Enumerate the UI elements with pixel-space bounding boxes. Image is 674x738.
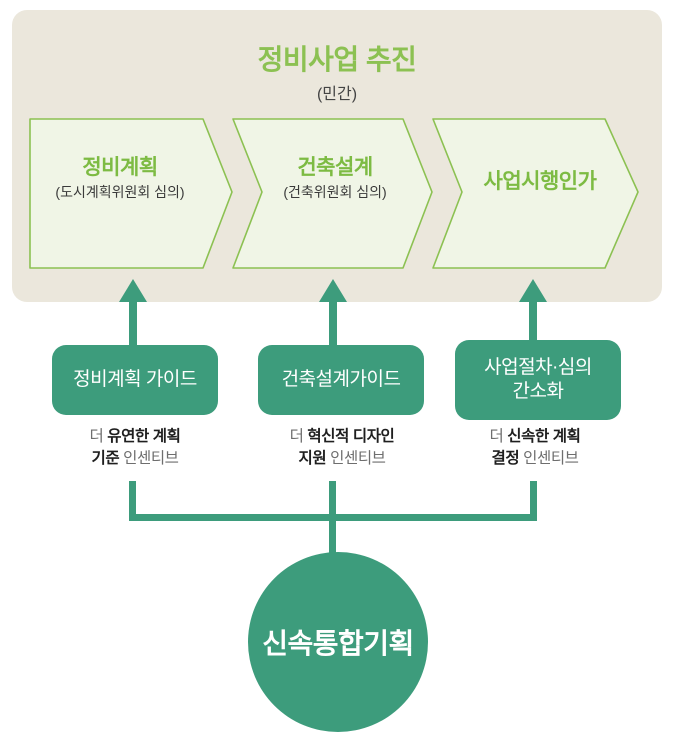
guide-caption-1: 더 유연한 계획 기준 인센티브: [52, 426, 218, 471]
caption-1-line2-bold: 기준: [91, 450, 120, 468]
panel-title: 정비사업 추진: [257, 44, 417, 75]
caption-1-line1-plain: 더: [89, 428, 108, 445]
stage-title-1: 정비계획: [82, 156, 158, 179]
stage-label-3: 사업시행인가: [455, 170, 625, 194]
guide-box-3[interactable]: 사업절차·심의 간소화: [455, 340, 621, 420]
caption-1-line1-bold: 유연한 계획: [107, 428, 181, 445]
stage-label-2: 건축설계 (건축위원회 심의): [250, 156, 420, 201]
guide-box-1-label: 정비계획 가이드: [73, 369, 197, 391]
caption-3-line2-plain: 인센티브: [519, 450, 579, 468]
connector-tree: [129, 481, 537, 558]
stage-title-3: 사업시행인가: [483, 170, 597, 193]
caption-2-line2-plain: 인센티브: [326, 450, 386, 468]
caption-2-line2-bold: 지원: [298, 450, 327, 468]
stage-subtitle-2: (건축위원회 심의): [283, 184, 387, 201]
guide-box-3-label-line1: 사업절차·심의: [484, 357, 592, 379]
caption-3-line1-plain: 더: [489, 428, 508, 445]
guide-box-2[interactable]: 건축설계가이드: [258, 345, 424, 415]
caption-1-line2-plain: 인센티브: [119, 450, 179, 468]
guide-box-1[interactable]: 정비계획 가이드: [52, 345, 218, 415]
panel-subtitle: (민간): [316, 86, 358, 103]
stage-label-1: 정비계획 (도시계획위원회 심의): [30, 156, 210, 201]
root-circle[interactable]: 신속통합기획: [248, 552, 428, 732]
guide-box-2-label: 건축설계가이드: [281, 369, 401, 391]
guide-caption-3: 더 신속한 계획 결정 인센티브: [450, 426, 620, 471]
caption-3-line2-bold: 결정: [491, 450, 520, 468]
caption-2-line1-plain: 더: [289, 428, 308, 445]
guide-box-3-label-line2: 간소화: [512, 381, 564, 402]
caption-3-line1-bold: 신속한 계획: [507, 428, 581, 445]
guide-box-3-label: 사업절차·심의 간소화: [484, 356, 592, 404]
root-circle-label: 신속통합기획: [262, 628, 414, 659]
guide-caption-2: 더 혁신적 디자인 지원 인센티브: [252, 426, 432, 471]
caption-2-line1-bold: 혁신적 디자인: [307, 428, 395, 445]
stage-subtitle-1: (도시계획위원회 심의): [55, 184, 185, 201]
stage-title-2: 건축설계: [297, 156, 373, 179]
